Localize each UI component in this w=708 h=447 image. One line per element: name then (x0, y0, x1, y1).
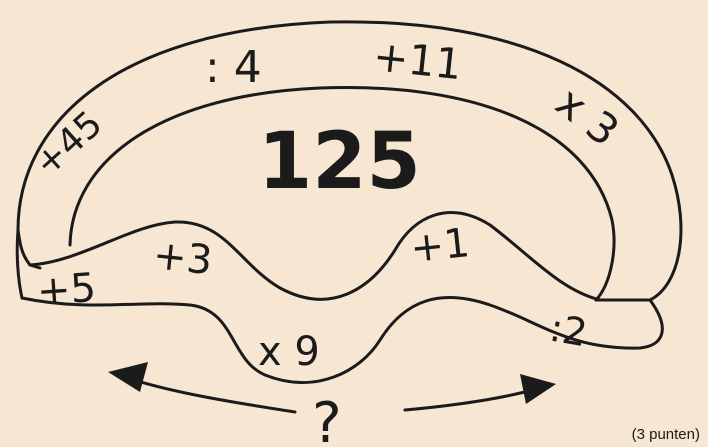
arrow-right-curve (405, 388, 540, 410)
op-plus11: +11 (371, 31, 464, 89)
op-plus3: +3 (151, 232, 214, 284)
arrow-left-head (108, 362, 148, 392)
center-number: 125 (258, 117, 421, 207)
question-mark: ? (312, 391, 342, 447)
arrow-left-curve (128, 378, 295, 412)
op-times3: x 3 (547, 77, 628, 156)
op-times9: x 9 (258, 329, 320, 375)
op-plus1: +1 (408, 220, 471, 272)
op-div4: : 4 (205, 42, 262, 93)
op-div2: :2 (546, 306, 590, 356)
points-note: (3 punten) (632, 426, 700, 443)
ribbon-left-fold (18, 230, 40, 268)
op-plus5: +5 (35, 265, 97, 315)
ribbon-lower-top-edge (30, 213, 600, 300)
arrow-right-head (520, 374, 556, 404)
